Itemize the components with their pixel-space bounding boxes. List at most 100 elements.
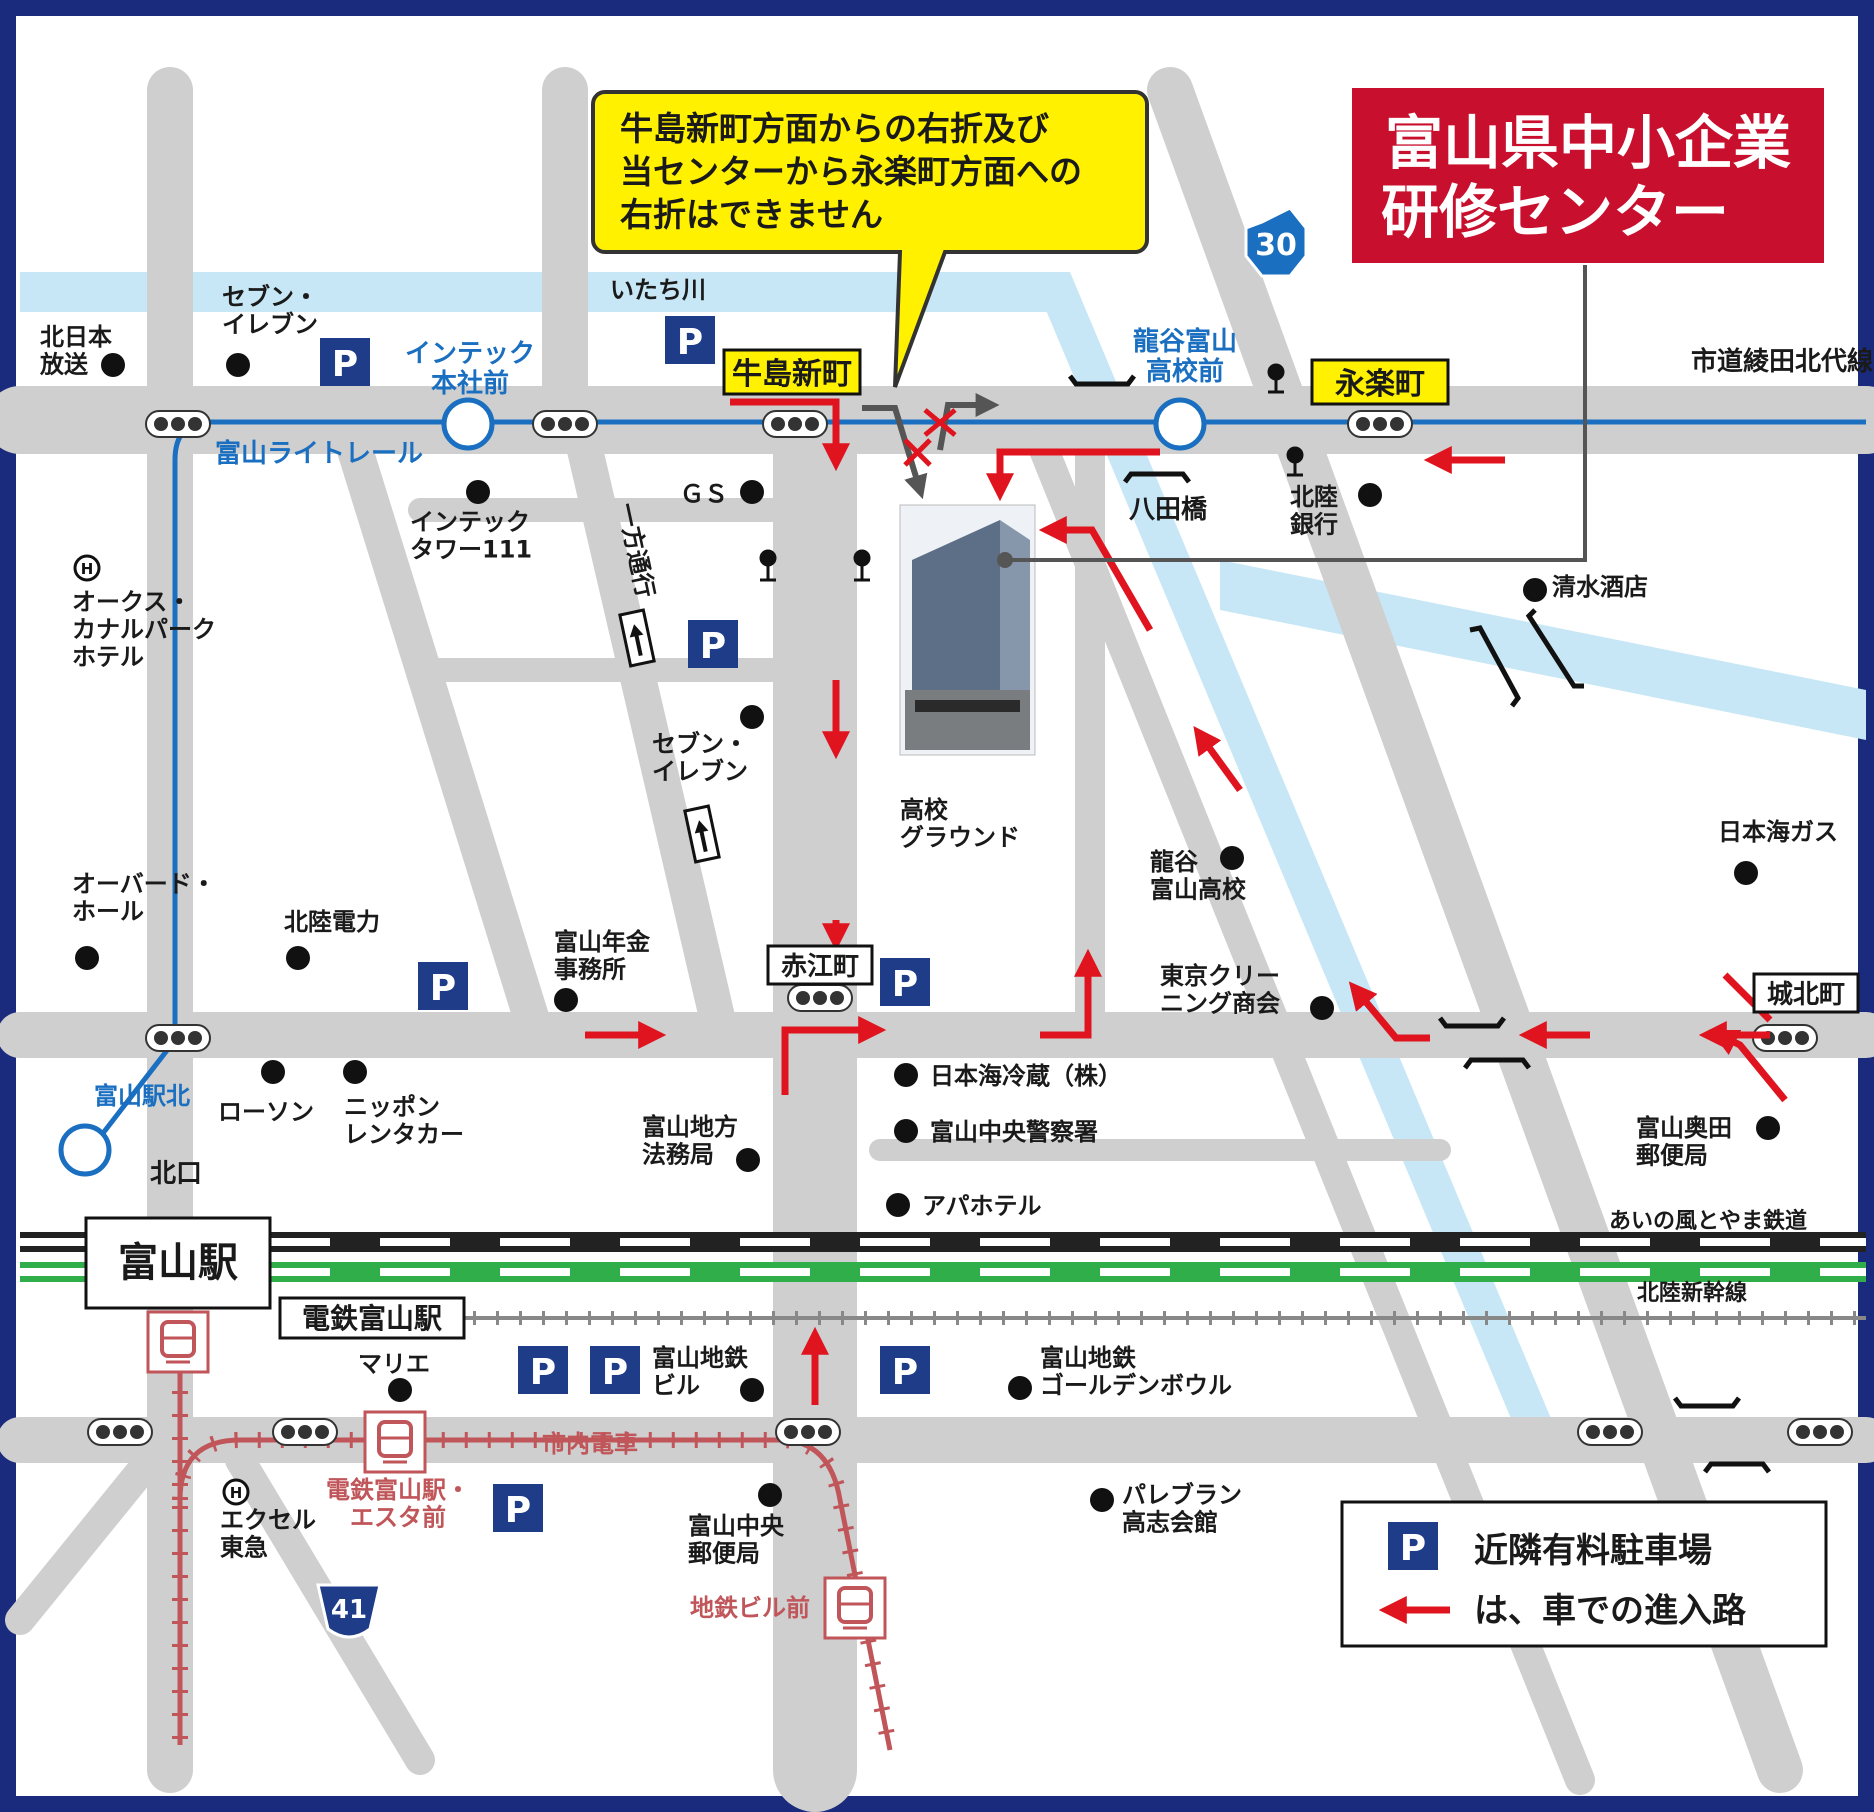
svg-text:41: 41	[331, 1595, 367, 1625]
label-chitetsu-mae: 地鉄ビル前	[690, 1594, 810, 1622]
bridge-symbols	[1068, 374, 1771, 1474]
place-apa: アパホテル	[922, 1192, 1042, 1220]
train-icon	[146, 1310, 210, 1374]
train-icon	[363, 1410, 427, 1474]
place-cleaning: 東京クリーニング商会	[1160, 962, 1280, 1018]
place-seven2: セブン・イレブン	[652, 730, 748, 786]
title-pointer	[1005, 265, 1587, 562]
label-kitaguchi: 北口	[150, 1159, 202, 1189]
label-toyama-eki-kita: 富山駅北	[94, 1082, 190, 1110]
signal-icon	[87, 1418, 153, 1446]
place-shimizu: 清水酒店	[1552, 573, 1648, 601]
legend-arrow-text: は、車での進入路	[1474, 1591, 1747, 1631]
place-hokuriku-ginko: 北陸銀行	[1290, 483, 1338, 539]
place-overd: オーバード・ホール	[72, 870, 216, 926]
place-lawson: ローソン	[218, 1098, 314, 1126]
route-30-shield: 30	[1244, 206, 1308, 278]
station-icon	[1153, 397, 1207, 451]
parking-icons: P P P P P P P P P	[320, 316, 930, 1532]
label-ryukoku-mae: 龍谷富山高校前	[1133, 326, 1237, 387]
station-icon	[58, 1123, 112, 1177]
place-seven1: セブン・イレブン	[222, 283, 318, 339]
title-box: 富山県中小企業 研修センター	[1352, 88, 1824, 263]
svg-text:P: P	[892, 1352, 918, 1393]
legend: P 近隣有料駐車場 は、車での進入路	[1340, 1500, 1828, 1648]
intersection-ushijima: 牛島新町	[732, 357, 852, 392]
svg-text:P: P	[332, 344, 358, 385]
notice-line2: 当センターから永楽町方面への	[620, 152, 1082, 191]
place-excel: エクセル東急	[220, 1506, 316, 1562]
signal-icon	[145, 410, 211, 438]
no-turn-arrows	[862, 393, 1000, 500]
svg-text:P: P	[602, 1352, 628, 1393]
parking-icon: P	[688, 620, 738, 668]
signal-icon	[762, 410, 828, 438]
station-boxes: 富山駅 電鉄富山駅	[84, 1216, 466, 1340]
svg-text:P: P	[677, 322, 703, 363]
intersection-johoku: 城北町	[1767, 980, 1845, 1010]
place-ground: 高校グラウンド	[900, 796, 1020, 852]
parking-icon: P	[518, 1346, 568, 1394]
signal-icon	[1577, 1418, 1643, 1446]
place-homukyoku: 富山地方法務局	[642, 1113, 738, 1169]
intersection-eiraku: 永楽町	[1335, 367, 1425, 402]
notice-line3: 右折はできません	[620, 195, 883, 234]
svg-text:P: P	[430, 968, 456, 1009]
svg-text:P: P	[892, 964, 918, 1005]
place-labels: 北日本放送 セブン・イレブン インテックタワー111 ＧＳ セブン・イレブン オ…	[39, 283, 1838, 1568]
svg-text:H: H	[230, 1484, 243, 1502]
route-41-shield: 41	[316, 1583, 382, 1639]
svg-text:P: P	[530, 1352, 556, 1393]
legend-parking-icon: P	[1388, 1522, 1438, 1570]
parking-icon: P	[880, 958, 930, 1006]
place-okuda-yubin: 富山奥田郵便局	[1636, 1114, 1732, 1170]
one-way-sign-icon	[618, 608, 721, 864]
place-keisatsu: 富山中央警察署	[930, 1118, 1098, 1146]
parking-icon: P	[880, 1346, 930, 1394]
place-ryukoku: 龍谷富山高校	[1150, 848, 1247, 904]
place-okura: オークス・カナルパークホテル	[72, 588, 216, 671]
station-toyama: 富山駅	[118, 1240, 238, 1286]
no-turn-cross-icon	[903, 408, 957, 467]
landmark-pin-icons	[759, 363, 1304, 582]
intersection-akae: 赤江町	[781, 952, 859, 982]
signal-icon	[145, 1024, 211, 1052]
place-chuo-yubin: 富山中央郵便局	[688, 1512, 785, 1568]
svg-text:H: H	[81, 560, 94, 578]
parking-icon: P	[665, 316, 715, 364]
title-line1: 富山県中小企業	[1385, 109, 1791, 177]
label-light-rail: 富山ライトレール	[215, 438, 423, 469]
legend-parking-text: 近隣有料駐車場	[1474, 1531, 1712, 1571]
light-rail-stations	[58, 397, 1207, 1177]
place-nippon-rent: ニッポンレンタカー	[344, 1093, 464, 1149]
notice-line1: 牛島新町方面からの右折及び	[620, 109, 1049, 148]
place-marie: マリエ	[358, 1350, 430, 1378]
parking-icon: P	[418, 962, 468, 1010]
signal-icon	[787, 984, 853, 1012]
label-ainokaze: あいの風とやま鉄道	[1609, 1208, 1807, 1234]
svg-text:P: P	[1400, 1528, 1426, 1569]
tram-station-icons	[146, 1310, 887, 1640]
label-shinai-densha: 市内電車	[542, 1430, 638, 1458]
hotel-icon: H H	[73, 554, 250, 1506]
notice-callout: 牛島新町方面からの右折及び 当センターから永楽町方面への 右折はできません	[591, 90, 1149, 388]
svg-text:P: P	[700, 626, 726, 667]
intersection-labels: 牛島新町 永楽町 赤江町 城北町 八田橋 北口	[150, 348, 1860, 1189]
svg-text:30: 30	[1255, 228, 1297, 263]
approach-arrows	[585, 398, 1788, 1405]
station-dentetsu: 電鉄富山駅	[302, 1302, 442, 1335]
railways	[20, 1232, 1866, 1325]
intersection-hachita: 八田橋	[1129, 495, 1208, 525]
parking-icon: P	[493, 1484, 543, 1532]
parking-icon: P	[590, 1346, 640, 1394]
train-icon	[823, 1576, 887, 1640]
signal-icon	[532, 410, 598, 438]
parking-icon: P	[320, 338, 370, 386]
signal-icon	[1787, 1418, 1853, 1446]
place-nenkin: 富山年金事務所	[554, 928, 651, 984]
place-intec-tower: インテックタワー111	[410, 508, 532, 564]
title-line2: 研修センター	[1381, 178, 1729, 246]
place-reizo: 日本海冷蔵（株）	[930, 1062, 1122, 1090]
label-dentetsu-esta: 電鉄富山駅・エスタ前	[326, 1476, 470, 1532]
